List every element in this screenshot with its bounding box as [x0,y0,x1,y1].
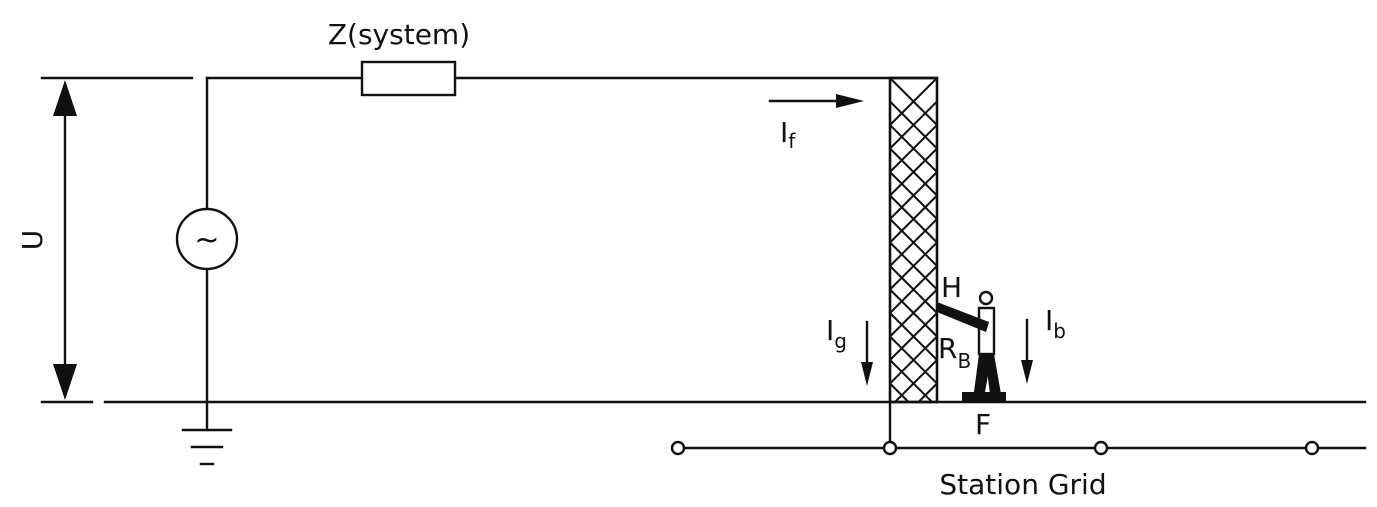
tower-brace [917,382,938,403]
grid-node [1304,440,1320,456]
tower-brace [889,312,938,361]
ground-current-arrow [861,320,873,386]
grid-node [882,440,898,456]
body-current-subscript: b [1053,319,1066,343]
body-current-symbol: I [1045,304,1053,337]
grid-node [670,440,686,456]
fault-current-symbol: I [780,116,788,149]
ac-source-icon: ~ [175,207,239,271]
body-resistance-label: RB [938,332,971,373]
body-resistance-symbol: R [938,332,957,365]
lattice-tower-icon [888,76,939,404]
fault-current-label: If [780,116,796,153]
system-impedance-resistor [360,60,457,97]
body-current-label: Ib [1045,304,1066,343]
foot-label: F [975,408,991,441]
voltage-label: U [16,230,49,251]
grid-node [1093,440,1109,456]
fault-current-subscript: f [788,129,796,153]
tower-brace [889,124,938,173]
tower-brace [889,147,938,197]
fault-current-arrow [768,94,864,108]
tower-brace [889,288,938,338]
hand-label: H [941,271,962,304]
person-icon [937,290,1006,401]
station-grid-label: Station Grid [939,468,1106,501]
tower-brace [889,265,938,314]
tower-brace [889,335,938,385]
source-symbol: ~ [194,223,219,258]
tower-brace [889,77,938,126]
voltage-arrow [53,80,77,400]
tower-brace [889,382,910,403]
impedance-label: Z(system) [328,18,470,51]
tower-brace [889,100,938,150]
ground-current-label: Ig [826,314,847,353]
ground-icon [181,428,233,466]
body-resistance-subscript: B [957,349,971,373]
tower-brace [889,171,938,220]
tower-brace [889,241,938,291]
tower-brace [889,194,938,244]
station-grid [670,400,1367,456]
tower-brace [889,218,938,267]
ground-current-symbol: I [826,314,834,347]
body-current-arrow [1021,318,1033,384]
ground-current-subscript: g [834,329,847,353]
